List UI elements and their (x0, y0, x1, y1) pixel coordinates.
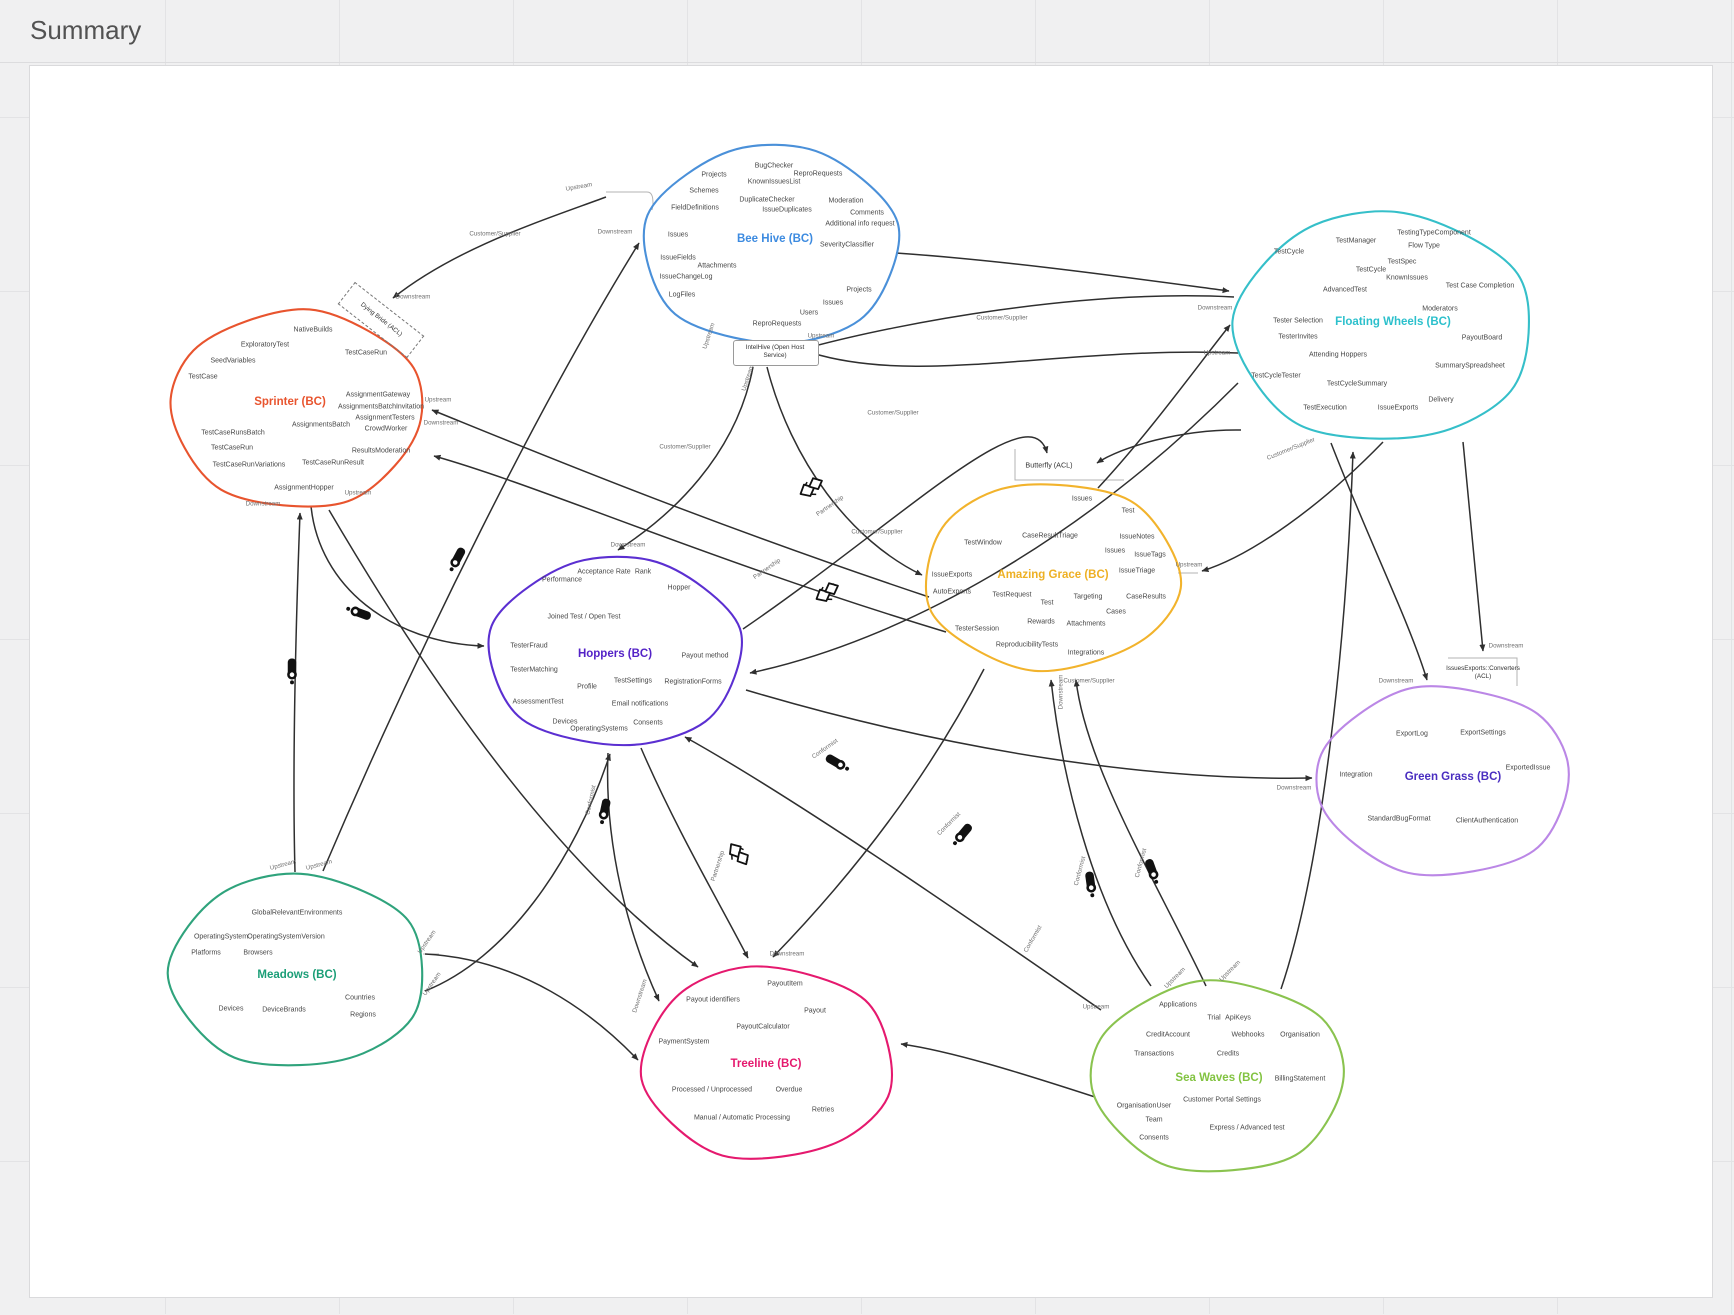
context-blob-amazing-grace[interactable] (924, 483, 1183, 673)
context-blob-green-grass[interactable] (1315, 685, 1570, 877)
connector[interactable] (1073, 679, 1207, 987)
connector[interactable] (1201, 441, 1384, 572)
connector[interactable] (322, 242, 640, 872)
context-blob-bee-hive[interactable] (642, 143, 901, 345)
plug-connector-icon[interactable] (597, 798, 611, 825)
connector[interactable] (1096, 429, 1242, 464)
plug-connector-icon[interactable] (447, 546, 467, 573)
connector[interactable] (424, 753, 611, 992)
connector[interactable] (1048, 679, 1152, 987)
plug-connector-icon[interactable] (824, 753, 851, 773)
connector[interactable] (772, 668, 985, 958)
connector[interactable] (1330, 442, 1428, 681)
connector[interactable] (424, 953, 639, 1061)
connector[interactable] (684, 736, 1102, 1011)
connector[interactable] (749, 382, 1239, 675)
plug-connector-icon[interactable] (950, 822, 973, 847)
connector[interactable] (895, 252, 1230, 294)
connector[interactable] (811, 351, 1239, 367)
context-blob-meadows[interactable] (166, 872, 424, 1067)
connector[interactable] (433, 454, 947, 633)
handshake-icon[interactable] (813, 580, 842, 605)
connector[interactable] (293, 512, 303, 873)
connector[interactable] (1280, 451, 1356, 990)
context-map (166, 143, 1570, 1173)
connector[interactable] (1462, 441, 1486, 652)
connector[interactable] (617, 366, 754, 551)
connector[interactable] (606, 752, 660, 1002)
handshake-icon[interactable] (725, 840, 751, 870)
context-blob-hoppers[interactable] (487, 555, 744, 747)
connector[interactable] (392, 196, 607, 299)
connector[interactable] (766, 366, 923, 576)
connector[interactable] (431, 409, 930, 598)
connector[interactable] (900, 1041, 1096, 1098)
frame-title[interactable]: Summary (30, 15, 142, 45)
context-blob-treeline[interactable] (639, 965, 894, 1160)
connector[interactable] (1097, 324, 1231, 489)
connector[interactable] (1014, 449, 1124, 481)
connector[interactable] (810, 295, 1235, 349)
connector[interactable] (310, 505, 485, 649)
connector[interactable] (606, 191, 654, 211)
handshake-icon[interactable] (797, 475, 826, 500)
connector[interactable] (640, 747, 749, 959)
plug-connector-icon[interactable] (1085, 871, 1097, 898)
connector[interactable] (745, 689, 1313, 782)
connector[interactable] (742, 436, 1049, 630)
board-header: Summary (0, 0, 1734, 63)
plug-connector-icon[interactable] (1144, 858, 1161, 885)
context-blob-sea-waves[interactable] (1089, 979, 1345, 1173)
connector[interactable] (1448, 657, 1518, 686)
context-blob-floating-wheels[interactable] (1231, 210, 1530, 440)
plug-connector-icon[interactable] (287, 658, 297, 685)
context-blob-sprinter[interactable] (169, 308, 424, 508)
plug-connector-icon[interactable] (345, 604, 372, 621)
connector[interactable] (328, 509, 699, 968)
